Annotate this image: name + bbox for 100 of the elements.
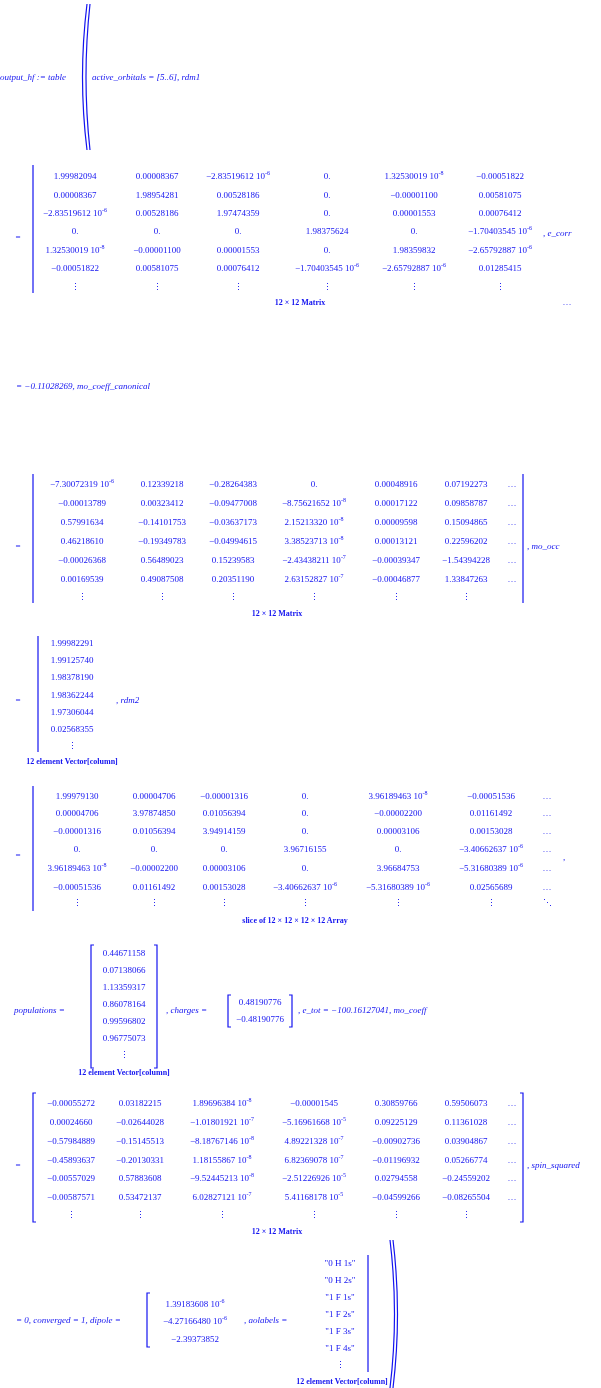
- matrix-entry: 0.00008367: [53, 189, 97, 201]
- matrix-entry: −2.83519612 10$^{-6}$: [42, 207, 108, 219]
- matrix-entry: 0.00581075: [478, 189, 522, 201]
- matrix-entry: 0.00528186: [216, 189, 260, 201]
- matrix-entry: 6.82369078 10$^{-7}$: [284, 1154, 344, 1166]
- math-expression: , mo_occ: [527, 540, 560, 552]
- math-expression: , charges =: [166, 1004, 207, 1016]
- array-entry: 1.99979130: [55, 790, 99, 802]
- array-entry: −3.40662637 10$^{-6}$: [458, 843, 524, 855]
- matrix-entry: −0.00001100: [390, 189, 438, 201]
- ellipsis: …: [542, 881, 552, 893]
- math-expression: , aolabels =: [244, 1314, 288, 1326]
- matrix-entry: 0.00323412: [140, 497, 184, 509]
- array-entry: 0.02565689: [469, 881, 513, 893]
- ellipsis: …: [507, 1172, 517, 1184]
- matrix-caption: 12 × 12 Matrix: [251, 608, 303, 618]
- ellipsis: ⋮: [157, 591, 167, 603]
- matrix-entry: 1.89696384 10$^{-8}$: [192, 1097, 252, 1109]
- matrix-entry: 3.38523713 10$^{-8}$: [284, 535, 344, 547]
- matrix-entry: 0.: [323, 170, 331, 182]
- matrix-entry: −2.65792887 10$^{-6}$: [467, 244, 533, 256]
- matrix-entry: 0.22596202: [444, 535, 488, 547]
- matrix-entry: 0.09858787: [444, 497, 488, 509]
- matrix-entry: 1.98359832: [392, 244, 436, 256]
- matrix-entry: 0.02794558: [374, 1172, 418, 1184]
- matrix-entry: 1.98954281: [135, 189, 179, 201]
- vector-entry: "1 F 2s": [325, 1308, 355, 1320]
- matrix-caption: 12 element Vector[column]: [26, 756, 118, 766]
- ellipsis: ⋮: [149, 897, 159, 909]
- matrix-entry: 0.00076412: [478, 207, 522, 219]
- math-expression: ,: [563, 851, 566, 863]
- matrix-entry: 0.00017122: [374, 497, 418, 509]
- equals-sign: =: [15, 231, 21, 243]
- vector-entry: −4.27166480 10$^{-6}$: [162, 1315, 228, 1327]
- vector-entry: 1.98362244: [50, 689, 94, 701]
- matrix-entry: 0.57883608: [118, 1172, 162, 1184]
- vector-entry: 1.98378190: [50, 671, 94, 683]
- matrix-entry: −0.45893637: [47, 1154, 95, 1166]
- vector-entry: 1.13359317: [102, 981, 146, 993]
- ellipsis: …: [542, 807, 552, 819]
- ellipsis: ⋮: [219, 897, 229, 909]
- matrix-entry: −8.18767146 10$^{-8}$: [189, 1135, 255, 1147]
- matrix-entry: 0.46218610: [60, 535, 104, 547]
- matrix-entry: −1.70403545 10$^{-6}$: [294, 262, 360, 274]
- matrix-entry: 0.56489023: [140, 554, 184, 566]
- vector-entry: "1 F 1s": [325, 1291, 355, 1303]
- matrix-entry: 0.01285415: [478, 262, 522, 274]
- ellipsis: ⋮: [322, 281, 332, 293]
- matrix-entry: −0.00902736: [372, 1135, 420, 1147]
- matrix-entry: 2.63152827 10$^{-7}$: [284, 573, 344, 585]
- matrix-entry: −0.00055272: [47, 1097, 95, 1109]
- ellipsis: ⋮: [461, 1209, 471, 1221]
- matrix-entry: −0.28264383: [209, 478, 257, 490]
- array-entry: 0.: [301, 790, 309, 802]
- vector-entry: 1.39183608 10$^{-6}$: [165, 1298, 225, 1310]
- matrix-entry: −2.83519612 10$^{-6}$: [205, 170, 271, 182]
- array-entry: −0.00001316: [200, 790, 248, 802]
- matrix-entry: −1.01801921 10$^{-7}$: [189, 1116, 255, 1128]
- matrix-entry: 0.00024660: [49, 1116, 93, 1128]
- array-entry: 0.00153028: [469, 825, 513, 837]
- ellipsis: ⋮: [70, 281, 80, 293]
- matrix-entry: −0.14101753: [138, 516, 186, 528]
- vector-entry: "0 H 1s": [324, 1257, 356, 1269]
- ellipsis: ⋮: [393, 897, 403, 909]
- math-expression: active_orbitals = [5..6], rdm1: [92, 71, 201, 83]
- vector-entry: 1.99982291: [50, 637, 94, 649]
- matrix-entry: −7.30072319 10$^{-6}$: [49, 478, 115, 490]
- math-expression: output_hf := table: [0, 71, 67, 83]
- matrix-caption: 12 element Vector[column]: [296, 1376, 388, 1386]
- matrix-entry: 1.98375624: [305, 225, 349, 237]
- matrix-entry: 0.20351190: [211, 573, 255, 585]
- matrix-entry: −2.51226926 10$^{-5}$: [281, 1172, 347, 1184]
- ellipsis: ⋮: [486, 897, 496, 909]
- matrix-entry: −0.00587571: [47, 1191, 95, 1203]
- vector-entry: 0.96775073: [102, 1032, 146, 1044]
- matrix-entry: 0.09225129: [374, 1116, 418, 1128]
- array-entry: 0.: [150, 843, 158, 855]
- matrix-entry: 5.41168178 10$^{-5}$: [284, 1191, 344, 1203]
- ellipsis: …: [507, 573, 517, 585]
- matrix-entry: −0.01196932: [372, 1154, 420, 1166]
- matrix-entry: −1.54394228: [442, 554, 490, 566]
- array-entry: −5.31680389 10$^{-6}$: [458, 862, 524, 874]
- math-expression: , spin_squared: [527, 1159, 580, 1171]
- ellipsis: …: [542, 825, 552, 837]
- matrix-entry: 0.: [323, 207, 331, 219]
- matrix-entry: 0.00009598: [374, 516, 418, 528]
- ellipsis: …: [542, 790, 552, 802]
- matrix-entry: −0.00001545: [290, 1097, 338, 1109]
- matrix-entry: −0.00046877: [372, 573, 420, 585]
- ellipsis: ⋮: [300, 897, 310, 909]
- array-entry: −5.31680389 10$^{-6}$: [365, 881, 431, 893]
- vector-entry: 0.86078164: [102, 998, 146, 1010]
- array-entry: 3.96189463 10$^{-8}$: [368, 790, 428, 802]
- array-entry: 3.96716155: [283, 843, 327, 855]
- matrix-entry: 0.: [410, 225, 418, 237]
- matrix-entry: 1.97474359: [216, 207, 260, 219]
- ellipsis: ⋮: [72, 897, 82, 909]
- matrix-entry: −0.00557029: [47, 1172, 95, 1184]
- vector-entry: 0.44671158: [102, 947, 146, 959]
- ellipsis: …: [507, 554, 517, 566]
